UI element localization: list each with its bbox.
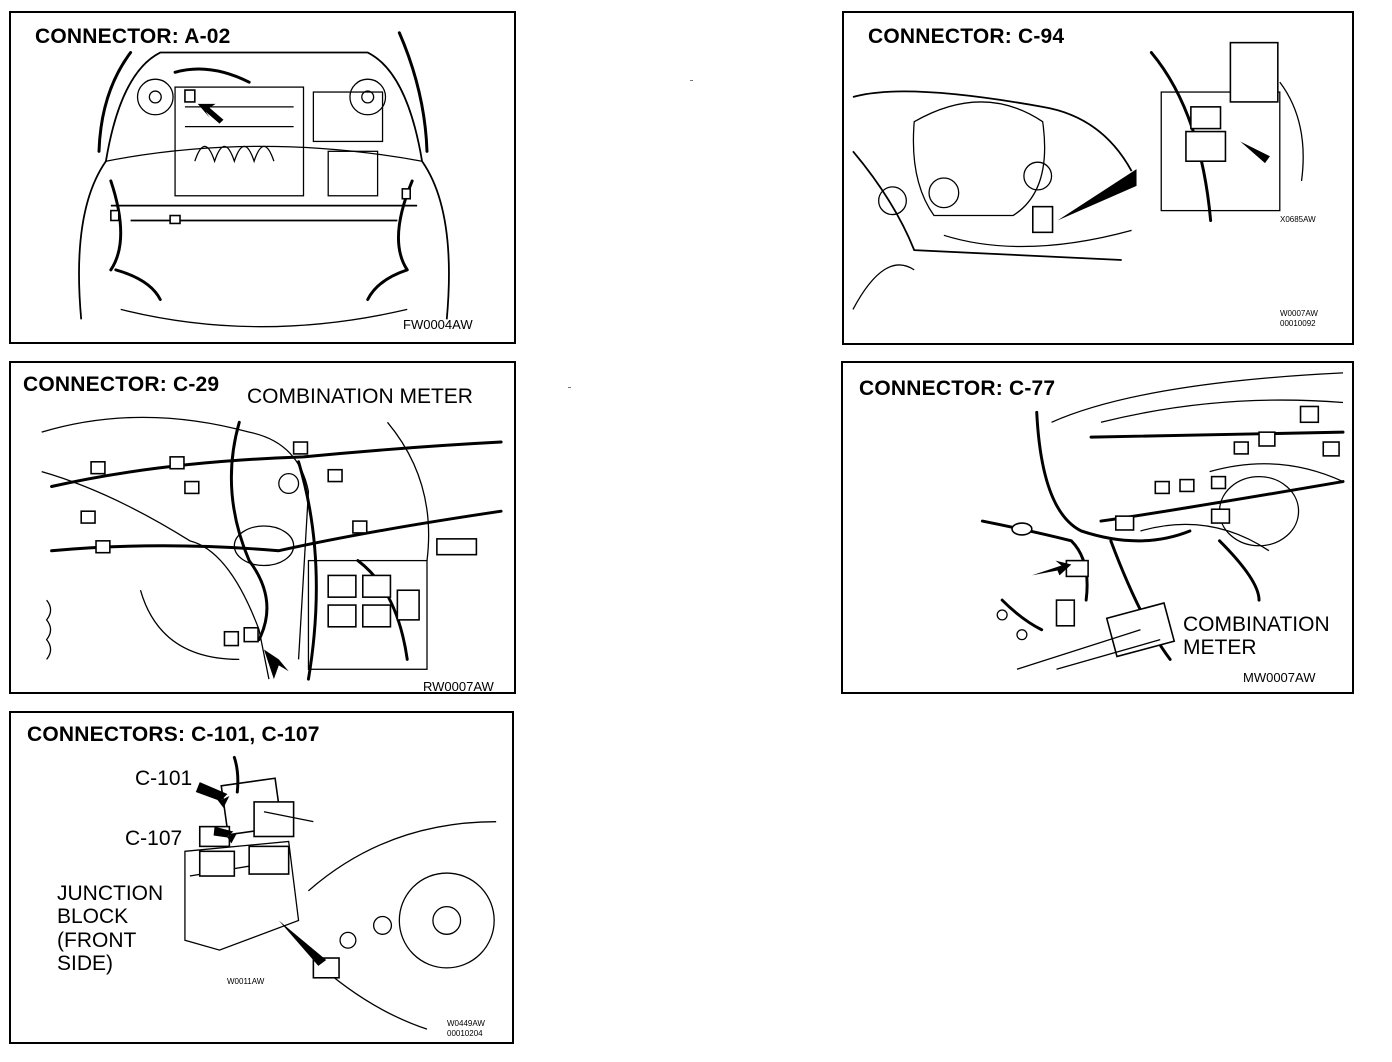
panel-connectors-c101-c107: CONNECTORS: C-101, C-107 C-101 C-107 JUN… — [9, 711, 514, 1044]
combination-label: COMBINATION — [1183, 613, 1330, 636]
junction-block-label-line1: JUNCTION — [57, 882, 164, 905]
junction-block-label-line2: BLOCK — [57, 905, 129, 928]
meter-label: METER — [1183, 636, 1257, 659]
panel-title: CONNECTOR: A-02 — [35, 25, 231, 48]
panel-title: CONNECTORS: C-101, C-107 — [27, 723, 320, 746]
panel-connector-a02: CONNECTOR: A-02 FW0004AW — [9, 11, 516, 344]
panel-connector-c29: CONNECTOR: C-29 COMBINATION METER RW0007… — [9, 361, 516, 694]
figure-date-code: 00010092 — [1280, 319, 1316, 328]
figure-code: RW0007AW — [423, 679, 494, 694]
figure-code: W0007AW — [1280, 309, 1318, 318]
combination-meter-label: COMBINATION METER — [247, 385, 473, 408]
junction-block-illustration — [184, 755, 497, 1030]
meter-wiring-illustration — [980, 372, 1345, 670]
panel-title: CONNECTOR: C-29 — [23, 373, 220, 396]
c101-label: C-101 — [135, 767, 193, 790]
figure-code: MW0007AW — [1243, 670, 1316, 685]
engine-bay-illustration — [78, 31, 450, 328]
inset-figure-code: W0011AW — [227, 977, 265, 986]
figure-code: FW0004AW — [403, 317, 473, 332]
junction-block-label-line4: SIDE) — [57, 952, 114, 975]
scan-artifact — [568, 387, 571, 388]
c107-label: C-107 — [125, 827, 183, 850]
panel-title: CONNECTOR: C-77 — [859, 377, 1056, 400]
figure-date-code: 00010204 — [447, 1029, 483, 1038]
instrument-panel-wiring-illustration — [41, 416, 503, 681]
junction-block-label-line3: (FRONT — [57, 929, 137, 952]
figure-code: W0449AW — [447, 1019, 485, 1028]
panel-connector-c77: CONNECTOR: C-77 COMBINATION METER MW0007… — [841, 361, 1354, 694]
dashboard-illustration — [852, 41, 1304, 310]
inset-figure-code: X0685AW — [1280, 215, 1316, 224]
scan-artifact — [690, 80, 693, 81]
panel-title: CONNECTOR: C-94 — [868, 25, 1065, 48]
panel-connector-c94: CONNECTOR: C-94 X0685AW W0007AW 00010092 — [842, 11, 1354, 345]
